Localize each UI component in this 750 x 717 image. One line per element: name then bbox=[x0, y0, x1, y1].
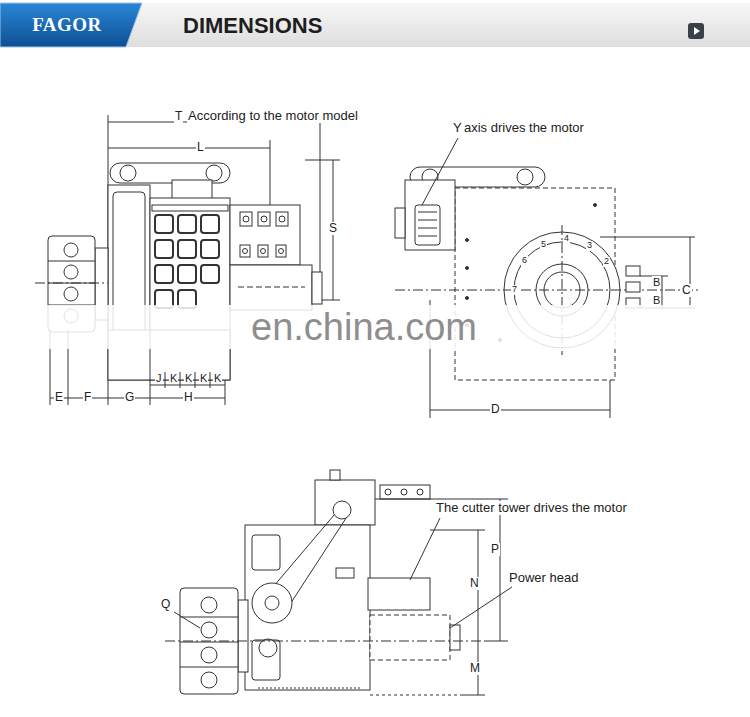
dimension-letter: C bbox=[681, 284, 692, 297]
dimension-letter: B bbox=[652, 276, 661, 288]
dimension-letter: J bbox=[155, 372, 163, 384]
tool-number: 3 bbox=[586, 241, 593, 251]
dimension-letter: D bbox=[490, 403, 501, 416]
note-text: Power head bbox=[508, 571, 579, 585]
dimension-letter: H bbox=[183, 391, 194, 404]
tool-number: 5 bbox=[540, 240, 547, 250]
dimension-letter: K bbox=[213, 372, 222, 384]
dimension-letter: K bbox=[169, 372, 178, 384]
dimension-letter: G bbox=[124, 391, 135, 404]
tool-number: 2 bbox=[603, 257, 610, 267]
watermark: en.china.com bbox=[250, 307, 478, 349]
dimension-letter: N bbox=[469, 577, 480, 590]
dimension-letter: Y bbox=[452, 121, 463, 135]
dimension-letter: Q bbox=[160, 598, 171, 611]
tool-number: 6 bbox=[521, 256, 528, 266]
dimension-letter: B bbox=[652, 294, 661, 306]
tool-number: 7 bbox=[511, 285, 518, 295]
logo-text: FAGOR bbox=[32, 14, 102, 36]
dimension-letter: K bbox=[184, 372, 193, 384]
dimension-letter: E bbox=[54, 391, 64, 404]
note-text: The cutter tower drives the motor bbox=[435, 501, 628, 515]
dimension-letter: P bbox=[490, 543, 500, 556]
note-text: axis drives the motor bbox=[463, 121, 585, 135]
dimension-letter: S bbox=[328, 222, 338, 235]
note-text: According to the motor model bbox=[187, 109, 359, 123]
tool-number: 4 bbox=[563, 234, 570, 244]
dimension-letter: L bbox=[196, 141, 205, 154]
logo-badge: FAGOR bbox=[0, 3, 134, 47]
dimension-letter: K bbox=[199, 372, 208, 384]
dimension-letter: T bbox=[174, 110, 183, 123]
page-title: DIMENSIONS bbox=[183, 14, 322, 38]
dimension-letter: F bbox=[83, 391, 92, 404]
dimension-letter: M bbox=[469, 662, 481, 675]
